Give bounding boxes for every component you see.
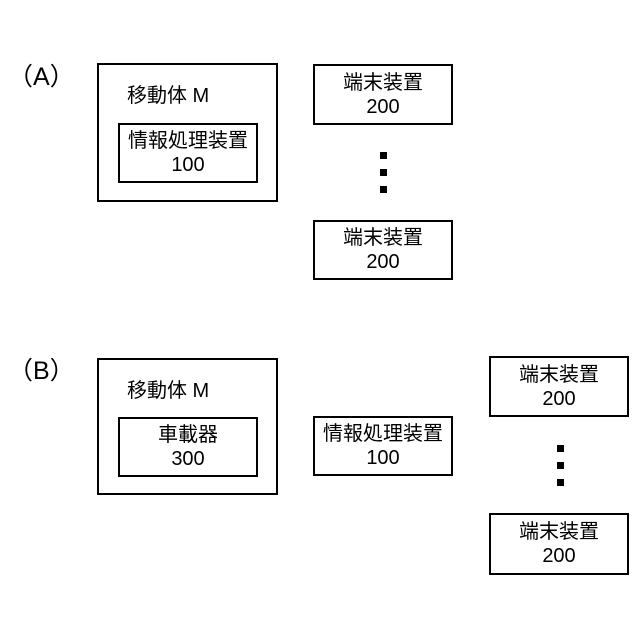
ellipsis-dot <box>380 186 387 193</box>
ellipsis-dot <box>557 462 564 469</box>
onboard-device-name-b: 車載器 <box>158 424 218 446</box>
ellipsis-dot <box>557 479 564 486</box>
info-processing-device-box-a: 情報処理装置 100 <box>118 123 258 183</box>
mobile-body-box-a: 移動体 M 情報処理装置 100 <box>97 63 278 202</box>
ellipsis-dot <box>380 169 387 176</box>
ellipsis-dot <box>557 445 564 452</box>
terminal-device-number: 200 <box>366 251 400 273</box>
terminal-device-box-b-top: 端末装置 200 <box>489 356 629 417</box>
terminal-device-name: 端末装置 <box>343 227 423 249</box>
vertical-ellipsis-a <box>380 152 387 193</box>
onboard-device-number-b: 300 <box>171 448 205 470</box>
terminal-device-name: 端末装置 <box>519 363 599 386</box>
terminal-device-name: 端末装置 <box>519 521 599 543</box>
terminal-device-box-a-top: 端末装置 200 <box>313 64 453 125</box>
terminal-device-box-b-bottom: 端末装置 200 <box>489 513 629 575</box>
mobile-body-box-b: 移動体 M 車載器 300 <box>97 358 278 495</box>
terminal-device-number: 200 <box>542 387 576 410</box>
mobile-body-title-b: 移動体 M <box>127 380 210 402</box>
mobile-body-title-a: 移動体 M <box>127 85 210 107</box>
info-processing-device-number-a: 100 <box>171 154 205 176</box>
ellipsis-dot <box>380 152 387 159</box>
figure-label-a: （A） <box>8 63 75 91</box>
terminal-device-box-a-bottom: 端末装置 200 <box>313 220 453 280</box>
info-processing-device-box-b: 情報処理装置 100 <box>313 416 453 476</box>
terminal-device-number: 200 <box>542 545 576 567</box>
figure-label-b: （B） <box>8 357 75 385</box>
info-processing-device-number-b: 100 <box>366 447 400 469</box>
vertical-ellipsis-b <box>557 445 564 486</box>
info-processing-device-name-a: 情報処理装置 <box>128 130 248 152</box>
terminal-device-name: 端末装置 <box>343 71 423 94</box>
onboard-device-box-b: 車載器 300 <box>118 417 258 477</box>
terminal-device-number: 200 <box>366 95 400 118</box>
info-processing-device-name-b: 情報処理装置 <box>323 423 443 445</box>
